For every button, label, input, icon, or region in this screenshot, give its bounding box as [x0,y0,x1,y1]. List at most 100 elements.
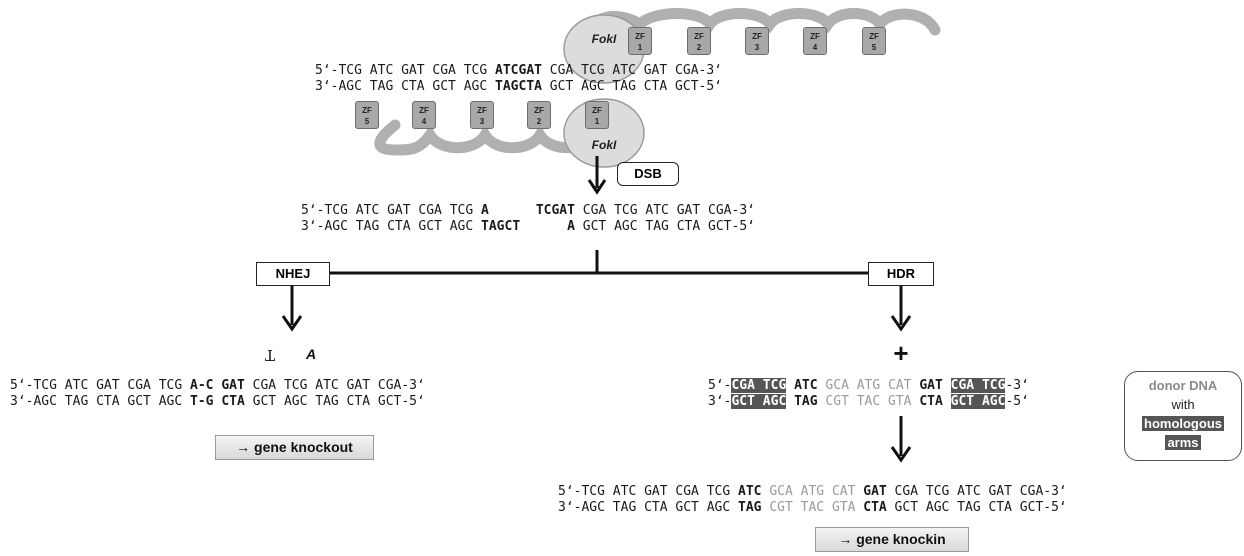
zf-top-linker [584,8,941,46]
sequence-segment: CGA TCG ATC GAT CGA-3‘ [541,63,722,78]
sequence-segment: ATC [794,378,818,393]
zf-number: 3 [754,43,760,52]
sequence-segment [943,394,951,409]
sequence-segment: 5‘-TCG ATC GAT CGA TCG [558,484,739,499]
sequence-segment: GAT [919,378,943,393]
sequence-segment: GCA ATG CAT [817,378,920,393]
zf-number: 5 [364,117,370,126]
zf-label: ZF [635,32,645,41]
donor-top-strand: 5‘-CGA TCG ATC GCA ATG CAT GAT CGA TCG-3… [708,378,1029,394]
sequence-segment: CTA [919,394,943,409]
sequence-segment: 5‘-TCG ATC GAT CGA TCG [301,203,482,218]
zf-domain-box: ZF 3 [745,27,769,55]
zf-number: 1 [637,43,643,52]
zf-domain-box: ZF 4 [803,27,827,55]
sequence-segment: A [481,203,489,218]
sequence-segment: 3‘-AGC TAG CTA GCT AGC [315,79,496,94]
zf-domain-box: ZF 2 [527,101,551,129]
zf-label: ZF [477,106,487,115]
zf-number: 4 [812,43,818,52]
sequence-segment: GCT AGC TAG CTA GCT-5‘ [886,500,1067,515]
sequence-segment: 3‘- [708,394,732,409]
donor-bottom-strand: 3‘-GCT AGC TAG CGT TAC GTA CTA GCT AGC-5… [708,394,1029,410]
zfn-bottom-strand: 3‘-AGC TAG CTA GCT AGC TAGCTA GCT AGC TA… [315,79,722,95]
zf-label: ZF [362,106,372,115]
plus-sign: + [893,338,909,368]
zfn-top-strand: 5‘-TCG ATC GAT CGA TCG ATCGAT CGA TCG AT… [315,63,722,79]
foki-bottom-ellipse [563,98,645,168]
sequence-segment: GCT AGC [950,394,1006,409]
zf-domain-box: ZF 5 [355,101,379,129]
sequence-segment: ATCGAT [495,63,542,78]
nhej-label: NHEJ [256,262,330,286]
nhej-insert-bottom: A [306,346,317,362]
sequence-segment: 3‘-AGC TAG CTA GCT AGC [301,219,482,234]
dsb-bottom-strand: 3‘-AGC TAG CTA GCT AGC TAGCT A GCT AGC T… [301,219,755,235]
zf-number: 3 [479,117,485,126]
sequence-segment: 3‘-AGC TAG CTA GCT AGC [10,394,191,409]
zf-number: 4 [421,117,427,126]
sequence-segment [489,203,536,218]
foki-bottom-label: FokI [591,138,617,152]
sequence-segment: GCT AGC [731,394,787,409]
sequence-segment: A [567,219,575,234]
sequence-segment: GAT [863,484,887,499]
donor-dna-title: donor DNA [1148,378,1218,393]
zf-label: ZF [694,32,704,41]
knockin-top-strand: 5‘-TCG ATC GAT CGA TCG ATC GCA ATG CAT G… [558,484,1067,500]
zf-number: 1 [594,117,600,126]
sequence-segment: CGT TAC GTA [817,394,920,409]
zf-label: ZF [534,106,544,115]
zf-domain-box: ZF 3 [470,101,494,129]
sequence-segment: -3‘ [1005,378,1029,393]
sequence-segment: TAGCTA [495,79,542,94]
arrow-knockin-head [890,446,912,463]
knockin-bottom-strand: 3‘-AGC TAG CTA GCT AGC TAG CGT TAC GTA C… [558,500,1067,516]
dsb-label: DSB [617,162,679,186]
sequence-segment: 5‘-TCG ATC GAT CGA TCG [10,378,191,393]
sequence-segment: CGA TCG ATC GAT CGA-3‘ [244,378,425,393]
sequence-segment: ATC [738,484,762,499]
sequence-segment: GCT AGC TAG CTA GCT-5‘ [244,394,425,409]
sequence-segment: T-G CTA [190,394,245,409]
arrow-nhej-head [281,315,303,332]
nhej-top-strand: 5‘-TCG ATC GAT CGA TCG A-C GAT CGA TCG A… [10,378,425,394]
zf-number: 5 [871,43,877,52]
sequence-segment: A-C GAT [190,378,245,393]
zf-number: 2 [696,43,702,52]
gene-knockout-label: → gene knockout [215,435,374,460]
sequence-segment: 5‘- [708,378,732,393]
zf-domain-box: ZF 5 [862,27,886,55]
sequence-segment: TAG [738,500,762,515]
arrow-dsb-head [587,179,607,195]
donor-dna-homologous: homologous [1142,416,1224,431]
foki-top-label: FokI [591,32,617,46]
zf-number: 2 [536,117,542,126]
sequence-segment: GCT AGC TAG CTA GCT-5‘ [574,219,755,234]
sequence-segment: TAGCT [481,219,521,234]
nhej-bottom-strand: 3‘-AGC TAG CTA GCT AGC T-G CTA GCT AGC T… [10,394,425,410]
zf-domain-box: ZF 2 [687,27,711,55]
arrow-hdr-head [890,315,912,332]
zf-label: ZF [869,32,879,41]
donor-dna-arms: arms [1165,435,1201,450]
sequence-segment: 3‘-AGC TAG CTA GCT AGC [558,500,739,515]
sequence-segment [786,378,794,393]
sequence-segment: 5‘-TCG ATC GAT CGA TCG [315,63,496,78]
sequence-segment: CGT TAC GTA [761,500,864,515]
gene-knockin-label: → gene knockin [815,527,969,552]
sequence-segment: -5‘ [1005,394,1029,409]
sequence-segment: CGA TCG [950,378,1006,393]
zf-label: ZF [752,32,762,41]
donor-dna-callout: donor DNA with homologous arms [1124,371,1242,461]
zf-label: ZF [810,32,820,41]
sequence-segment [520,219,567,234]
sequence-segment: TCGAT [535,203,575,218]
zf-domain-box: ZF 1 [628,27,652,55]
sequence-segment: CGA TCG [731,378,787,393]
sequence-segment: GCT AGC TAG CTA GCT-5‘ [541,79,722,94]
sequence-segment: CGA TCG ATC GAT CGA-3‘ [574,203,755,218]
